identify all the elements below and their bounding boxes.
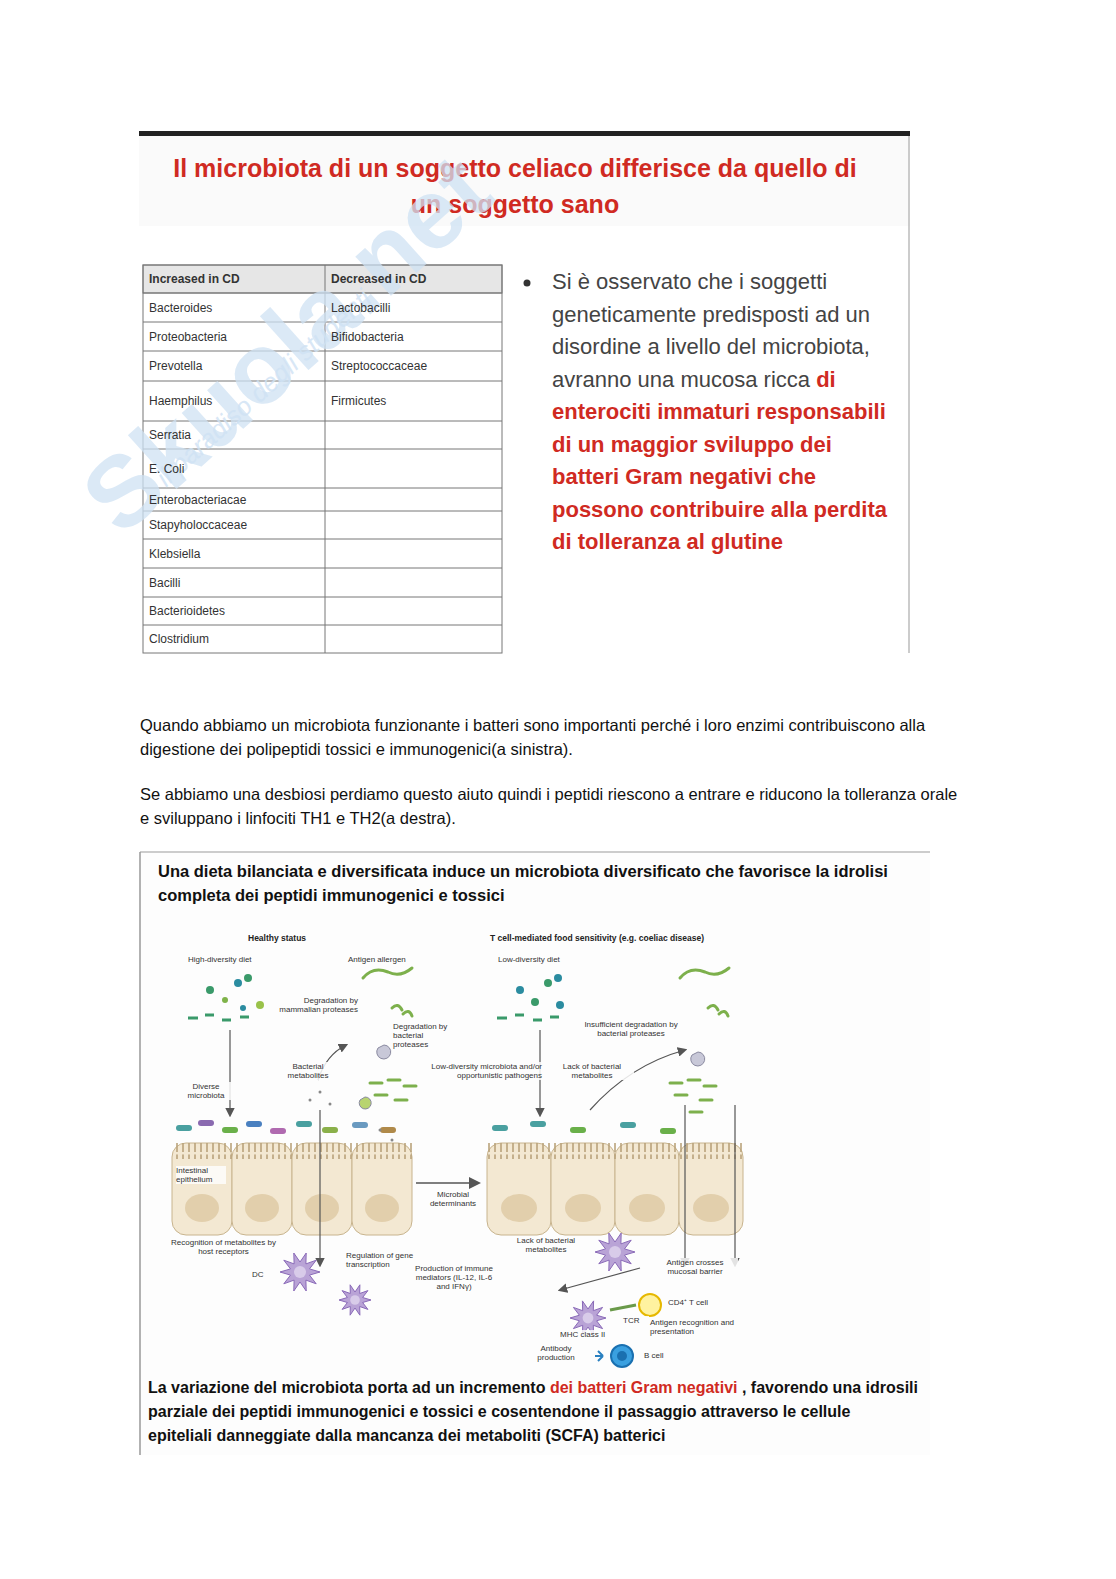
figure-label: Antibody production bbox=[522, 1344, 590, 1362]
epithelium-right bbox=[487, 1143, 743, 1235]
table-cell: Lactobacilli bbox=[326, 293, 501, 322]
antigen-allergen bbox=[363, 968, 729, 1112]
figure-label: Recognition of metabolites by host recep… bbox=[166, 1238, 281, 1256]
table-cell: Bacterioidetes bbox=[144, 597, 324, 625]
figure-label: Lack of bacterial metabolites bbox=[550, 1062, 634, 1080]
table-cell: Bacilli bbox=[144, 568, 324, 597]
figure-label: Antigen recognition and presentation bbox=[650, 1318, 756, 1336]
figure-label: DC bbox=[252, 1270, 272, 1279]
proteases bbox=[359, 1045, 705, 1109]
figure-label: CD4⁺ T cell bbox=[668, 1298, 730, 1307]
watermark: Skuola.net bbox=[60, 132, 513, 556]
figure-ground bbox=[140, 852, 930, 1455]
table-cell: Serratia bbox=[144, 421, 324, 449]
food-particles bbox=[188, 974, 564, 1020]
figure-label: Insufficient degradation by bacterial pr… bbox=[572, 1020, 690, 1038]
dendritic-nucleus bbox=[609, 1246, 621, 1258]
slide-header-ground bbox=[139, 136, 910, 226]
figure-label: Degradation by mammalian proteases bbox=[268, 996, 358, 1014]
table-cell: Firmicutes bbox=[326, 381, 501, 421]
figure-label: Antigen allergen bbox=[348, 955, 438, 964]
table-cell: Bacteroides bbox=[144, 293, 324, 322]
table-grid bbox=[143, 265, 502, 653]
slide-title: Il microbiota di un soggetto celiaco dif… bbox=[170, 150, 860, 223]
figure-label: High-diversity diet bbox=[188, 955, 288, 964]
bullet-dot bbox=[524, 280, 531, 287]
table-cell: Klebsiella bbox=[144, 539, 324, 568]
dendritic-cells bbox=[280, 1233, 635, 1335]
dendritic-cell bbox=[280, 1253, 320, 1291]
panel-title: T cell-mediated food sensitivity (e.g. c… bbox=[490, 934, 780, 944]
bullet-text-highlight: di enterociti immaturi responsabili di u… bbox=[552, 367, 887, 555]
paragraph: Se abbiamo una desbiosi perdiamo questo … bbox=[140, 783, 960, 831]
table-cell: Stapyholoccaceae bbox=[144, 511, 324, 539]
panel-arrow bbox=[416, 1182, 478, 1184]
figure-label: B cell bbox=[644, 1351, 688, 1360]
table-cell: E. Coli bbox=[144, 449, 324, 488]
table-header: Increased in CD bbox=[144, 265, 324, 293]
figure-label: TCR bbox=[623, 1316, 649, 1325]
figure-label: Production of immune mediators (IL-12, I… bbox=[408, 1264, 500, 1292]
figure-label: MHC class II bbox=[560, 1330, 620, 1339]
dendritic-nucleus bbox=[583, 1313, 594, 1324]
table-cell: Proteobacteria bbox=[144, 322, 324, 351]
figure-label: Microbial determinants bbox=[424, 1190, 482, 1208]
figure-label: Antigen crosses mucosal barrier bbox=[652, 1258, 738, 1276]
table-cell: Bifidobacteria bbox=[326, 322, 501, 351]
table-header: Decreased in CD bbox=[326, 265, 501, 293]
dendritic-nucleus bbox=[350, 1295, 360, 1305]
figure-heading: Una dieta bilanciata e diversificata ind… bbox=[158, 860, 928, 908]
figure-top-rule bbox=[140, 851, 930, 853]
figure-label: Low-diversity diet bbox=[498, 955, 598, 964]
table-cell: Haemphilus bbox=[144, 381, 324, 421]
bullet-text: Si è osservato che i soggetti geneticame… bbox=[552, 266, 892, 559]
paragraph: Quando abbiamo un microbiota funzionante… bbox=[140, 714, 960, 762]
caption: La variazione del microbiota porta ad un… bbox=[148, 1376, 918, 1448]
dendritic-nucleus bbox=[294, 1266, 306, 1278]
panel-title: Healthy status bbox=[248, 934, 368, 944]
table-cell: Streptococcaceae bbox=[326, 351, 501, 381]
dendritic-cell bbox=[595, 1233, 635, 1271]
caption-text: La variazione del microbiota porta ad un… bbox=[148, 1379, 545, 1396]
figure-label: Bacterial metabolites bbox=[282, 1062, 334, 1080]
table-cell: Clostridium bbox=[144, 625, 324, 653]
figure-label: Degradation by bacterial proteases bbox=[393, 1022, 455, 1050]
figure-label: Lack of bacterial metabolites bbox=[506, 1236, 586, 1254]
figure-label: Diverse microbiota bbox=[180, 1082, 232, 1100]
table-cell: Prevotella bbox=[144, 351, 324, 381]
figure-label: Low-diversity microbiota and/or opportun… bbox=[430, 1062, 542, 1080]
flow-arrows bbox=[230, 1030, 735, 1290]
slide-top-bar bbox=[139, 131, 910, 136]
figure-label: Intestinal epithelium bbox=[176, 1166, 226, 1184]
caption-highlight: dei batteri Gram negativi bbox=[550, 1379, 738, 1396]
epithelium-left bbox=[172, 1143, 412, 1235]
table-cell: Enterobacteriacae bbox=[144, 488, 324, 511]
dendritic-cell bbox=[339, 1285, 371, 1315]
figure-left-rule bbox=[139, 852, 141, 1455]
slide-border bbox=[908, 136, 910, 653]
